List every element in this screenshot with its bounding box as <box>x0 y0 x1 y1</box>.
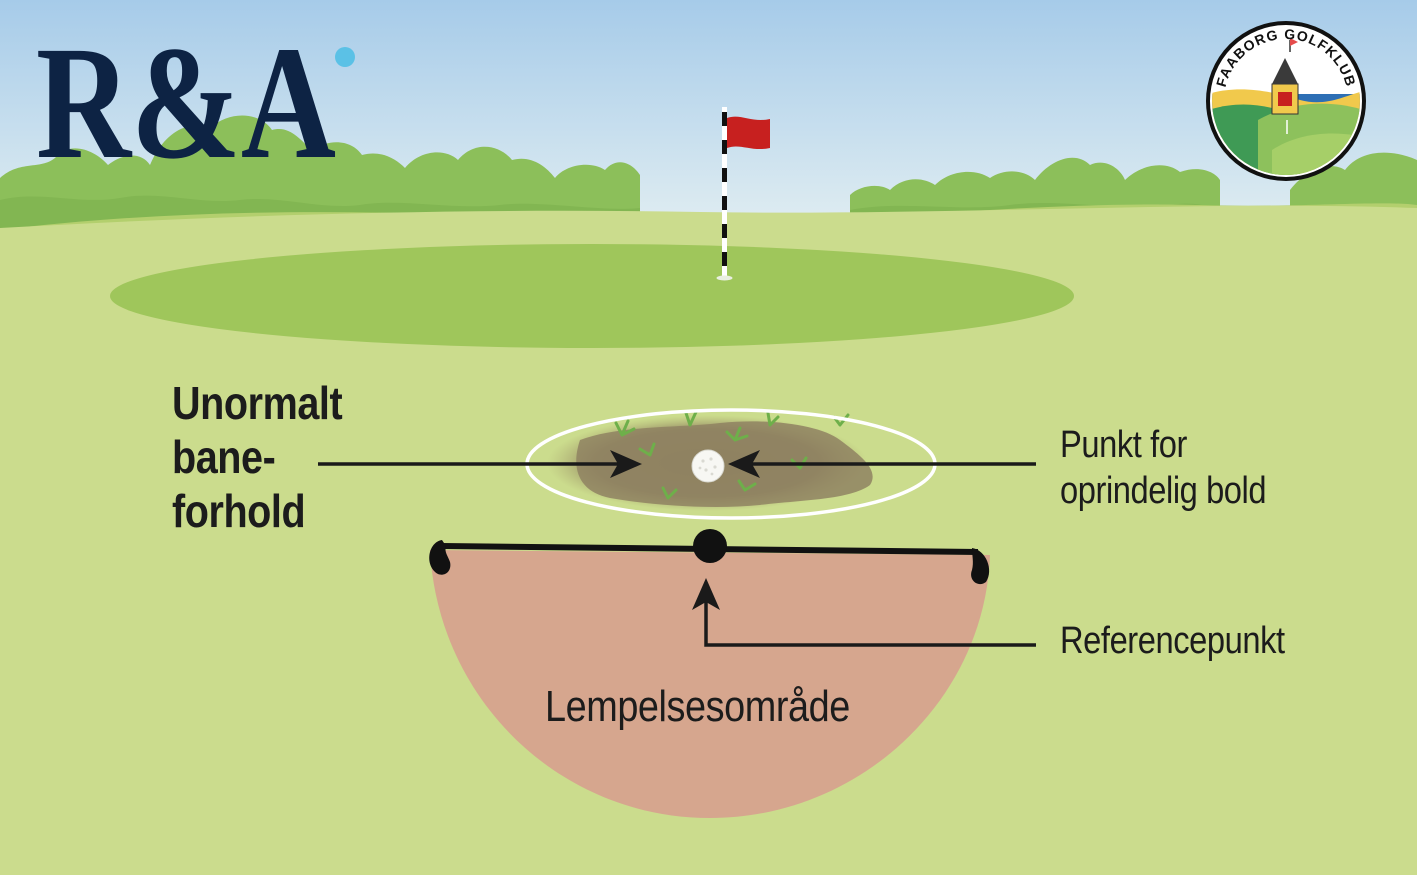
reference-arrow <box>704 596 1036 647</box>
ball-point-line-1: Punkt for <box>1060 424 1187 466</box>
putting-green <box>110 244 1074 348</box>
ball-point-line-2: oprindelig bold <box>1060 470 1267 512</box>
flagstick-icon <box>716 107 770 281</box>
condition-line-2: bane- <box>172 431 276 483</box>
original-ball-point-label: Punkt for oprindelig bold <box>1060 422 1267 514</box>
reference-point-label: Referencepunkt <box>1060 620 1285 662</box>
logo-text: R&A <box>36 14 336 193</box>
callout-arrows <box>318 462 1036 647</box>
relief-area-label: Lempelsesområde <box>545 682 850 731</box>
condition-line-3: forhold <box>172 485 306 537</box>
tee-marker-icon-right <box>971 548 990 585</box>
abnormal-condition-label: Unormalt bane- forhold <box>172 376 343 538</box>
golf-ball-icon <box>691 449 725 483</box>
reference-point-icon <box>693 529 727 563</box>
randa-logo: R&A <box>36 14 355 193</box>
logo-dot <box>335 47 355 67</box>
tee-marker-icon <box>429 540 451 575</box>
condition-line-1: Unormalt <box>172 377 343 429</box>
relief-area <box>430 550 990 818</box>
